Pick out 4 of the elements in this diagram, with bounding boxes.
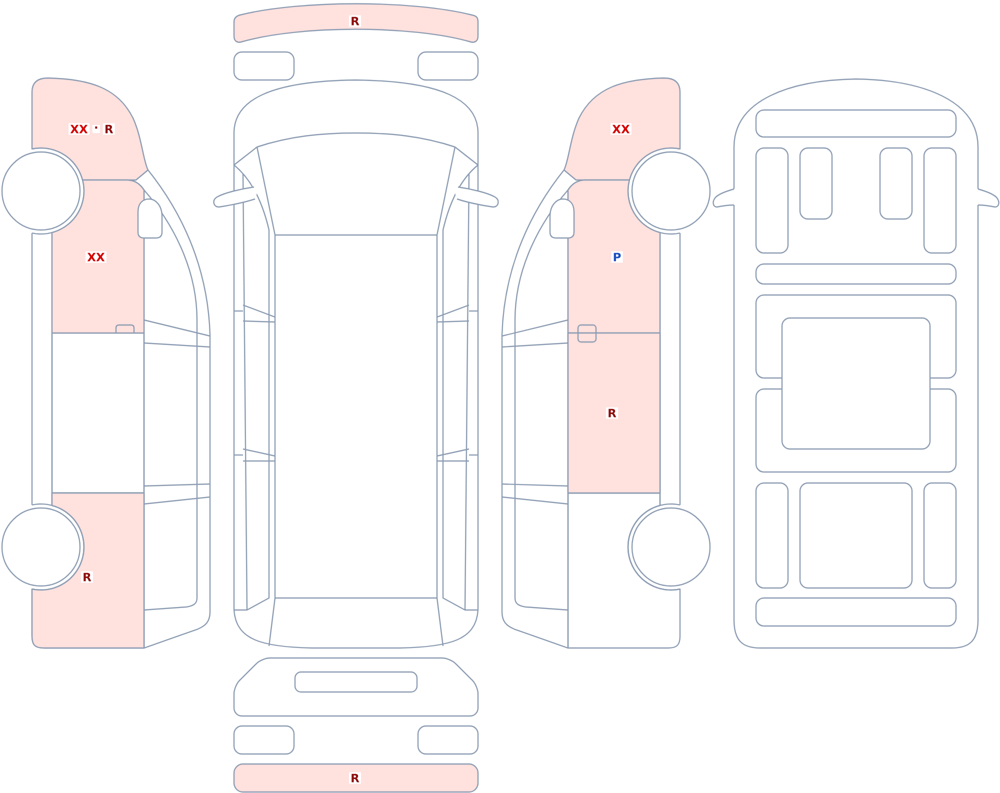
panel-label: XX	[86, 251, 106, 263]
panel-label: XX	[68, 123, 90, 135]
panel-label: XX	[610, 123, 632, 135]
panel-label: P	[611, 251, 623, 263]
